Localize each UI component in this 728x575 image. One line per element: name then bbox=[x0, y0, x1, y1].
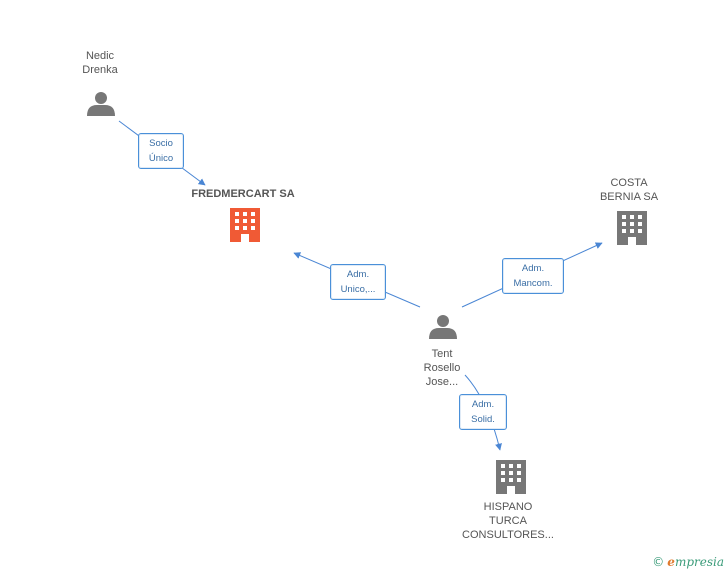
building-icon[interactable] bbox=[230, 208, 260, 242]
copyright-icon: © bbox=[652, 555, 665, 569]
edge-label-adm-solid: Adm. Solid. bbox=[459, 394, 507, 430]
node-label-nedic[interactable]: Nedic Drenka bbox=[82, 50, 118, 76]
building-icon[interactable] bbox=[496, 460, 526, 494]
node-label-fredmercart[interactable]: FREDMERCART SA bbox=[191, 188, 295, 200]
brand-e: e bbox=[667, 555, 675, 569]
node-label-tent[interactable]: Tent Rosello Jose... bbox=[423, 348, 461, 388]
empresia-logo: ©empresia bbox=[652, 555, 724, 569]
edge-label-socio-unico: Socio Único bbox=[138, 133, 184, 169]
node-label-hispano[interactable]: HISPANO TURCA CONSULTORES... bbox=[462, 501, 554, 541]
brand-name: mpresia bbox=[674, 555, 724, 569]
edge-label-adm-unico: Adm. Unico,... bbox=[330, 264, 386, 300]
node-label-costa[interactable]: COSTA BERNIA SA bbox=[599, 177, 659, 203]
building-icon[interactable] bbox=[617, 211, 647, 245]
person-icon[interactable] bbox=[87, 92, 115, 116]
person-icon[interactable] bbox=[429, 315, 457, 339]
edge-label-adm-mancom: Adm. Mancom. bbox=[502, 258, 564, 294]
